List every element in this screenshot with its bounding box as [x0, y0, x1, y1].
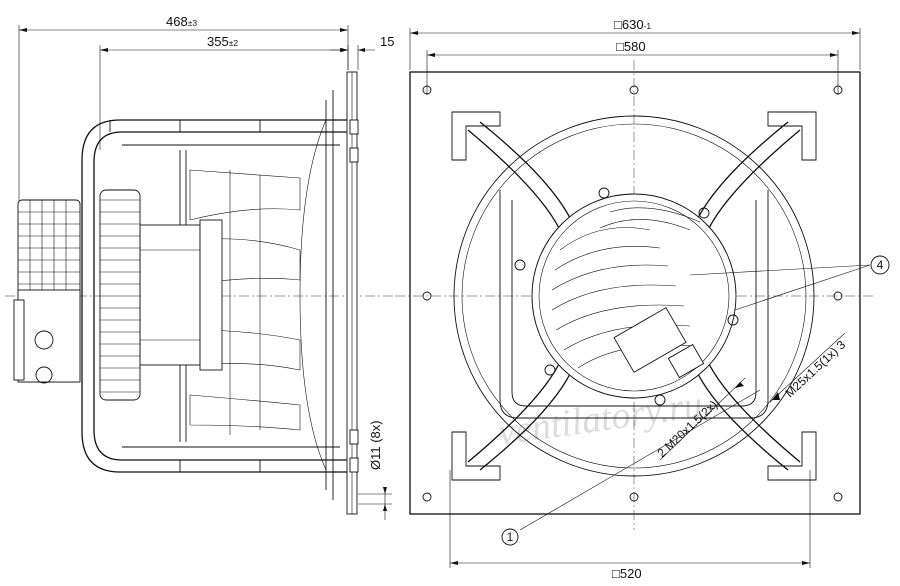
- front-view: □630-1 □580 □520: [395, 17, 875, 581]
- dim-hole-diameter: Ø11 (8x): [368, 420, 383, 470]
- corner-brackets: [451, 111, 817, 481]
- dim-hole-pitch-top: □580: [616, 39, 646, 54]
- dim-plate-thickness: 15: [380, 34, 394, 49]
- mounting-holes: [422, 85, 843, 502]
- callout-4-bubble: [870, 255, 890, 275]
- dim-hole-pitch-bottom: □520: [612, 566, 642, 581]
- mounting-plate: [409, 71, 861, 515]
- dim-overall-depth: 468±3: [166, 14, 197, 29]
- side-view: 468±3 355±2 15: [5, 14, 395, 520]
- callout-1-label: 1: [507, 530, 514, 544]
- inlet-ring: [453, 115, 815, 477]
- callout-1-bubble: [501, 528, 519, 546]
- motor-electronics: [531, 193, 737, 399]
- callout-4-label: 4: [877, 258, 884, 272]
- motor-body: [139, 224, 201, 366]
- dim-inner-depth: 355±2: [207, 34, 238, 49]
- callout-3-thread: M25x1.5(1x) 3: [782, 337, 848, 400]
- dim-plate-size: □630-1: [614, 17, 651, 32]
